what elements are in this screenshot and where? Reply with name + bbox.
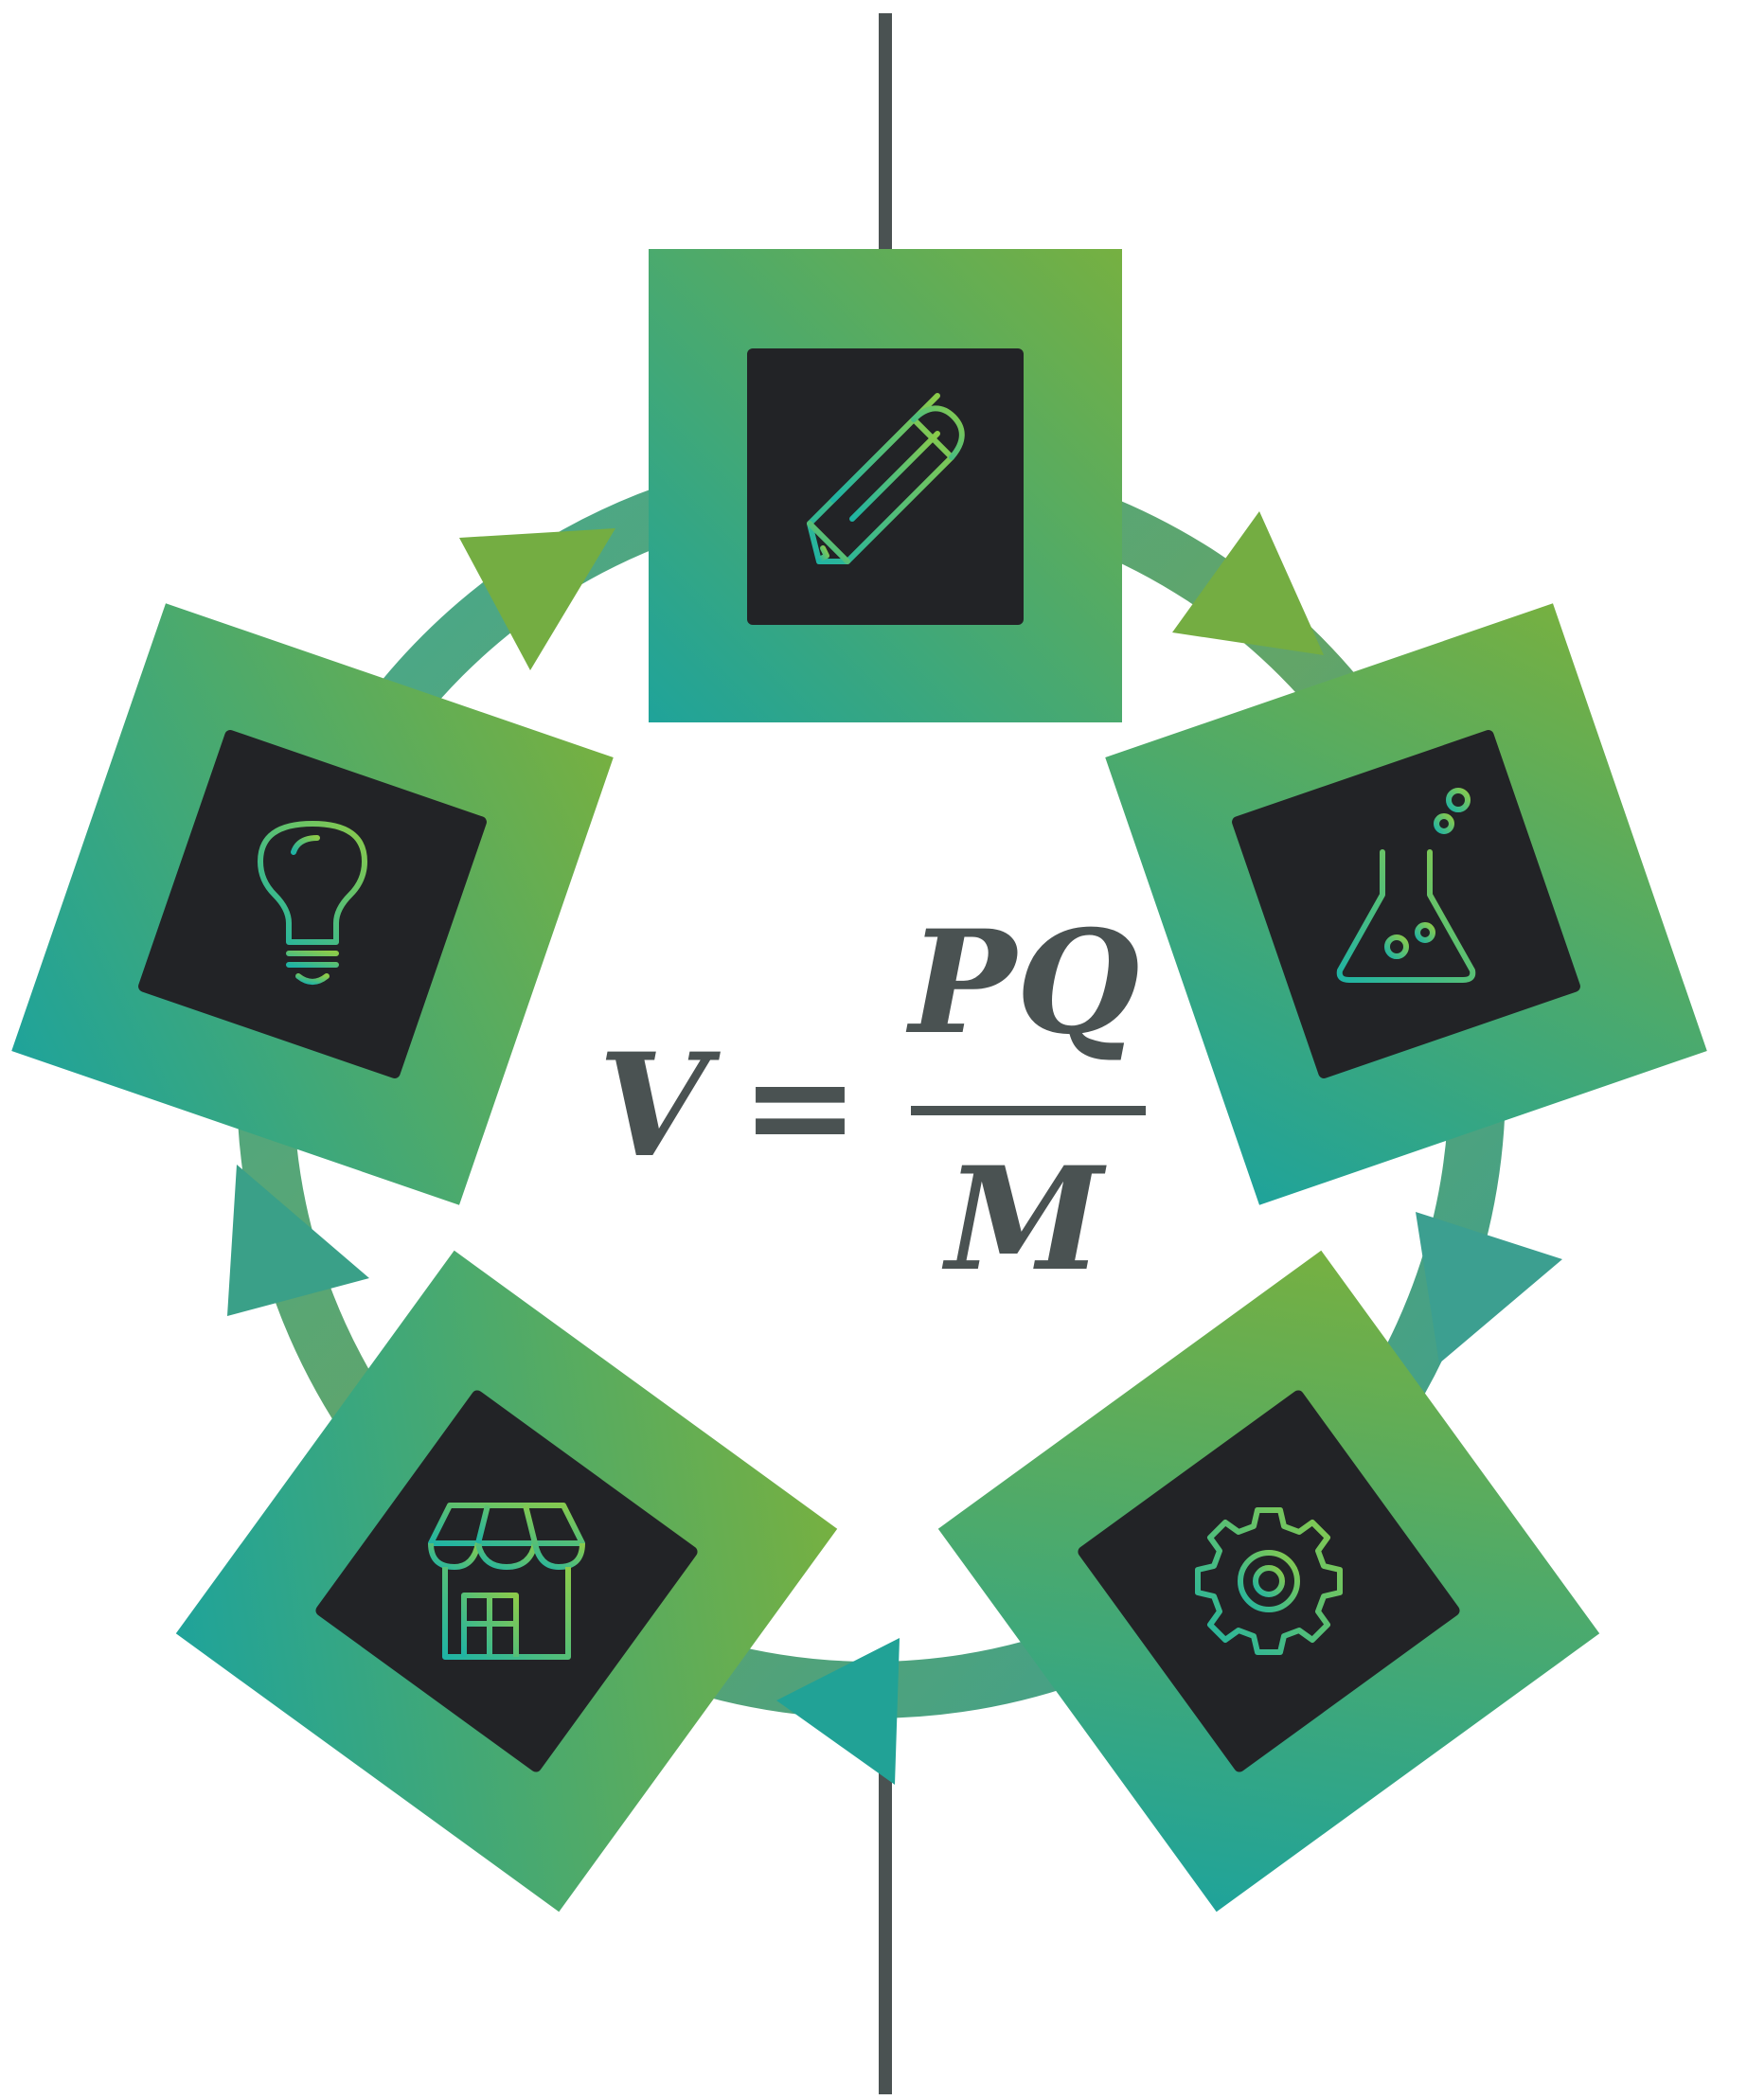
step-gear — [937, 1250, 1600, 1913]
arrow-top-left — [459, 528, 615, 670]
arrow-top-right — [1172, 511, 1324, 655]
equation-denominator: M — [941, 1136, 1107, 1303]
tile-gear — [1078, 1390, 1460, 1772]
arrow-right — [1416, 1212, 1562, 1363]
step-store — [175, 1250, 838, 1913]
arrow-bottom — [776, 1638, 900, 1785]
equation-numerator: PQ — [905, 899, 1139, 1066]
equation-lhs: V — [598, 1023, 722, 1189]
gear-icon — [1195, 1507, 1343, 1655]
flask-icon — [1336, 788, 1476, 983]
store-icon — [428, 1503, 585, 1660]
equation-equals: = — [740, 1023, 860, 1189]
tile-lightbulb — [138, 730, 487, 1078]
tile-store — [315, 1390, 698, 1772]
step-lightbulb — [11, 603, 614, 1205]
pencil-icon — [807, 393, 965, 564]
equation: V = PQ M — [598, 899, 1146, 1303]
step-pencil — [649, 249, 1122, 722]
arrow-left — [227, 1165, 369, 1316]
cycle-arrows — [227, 511, 1562, 1785]
step-flask — [1105, 603, 1707, 1205]
lightbulb-icon — [258, 821, 367, 985]
tile-flask — [1232, 730, 1580, 1078]
